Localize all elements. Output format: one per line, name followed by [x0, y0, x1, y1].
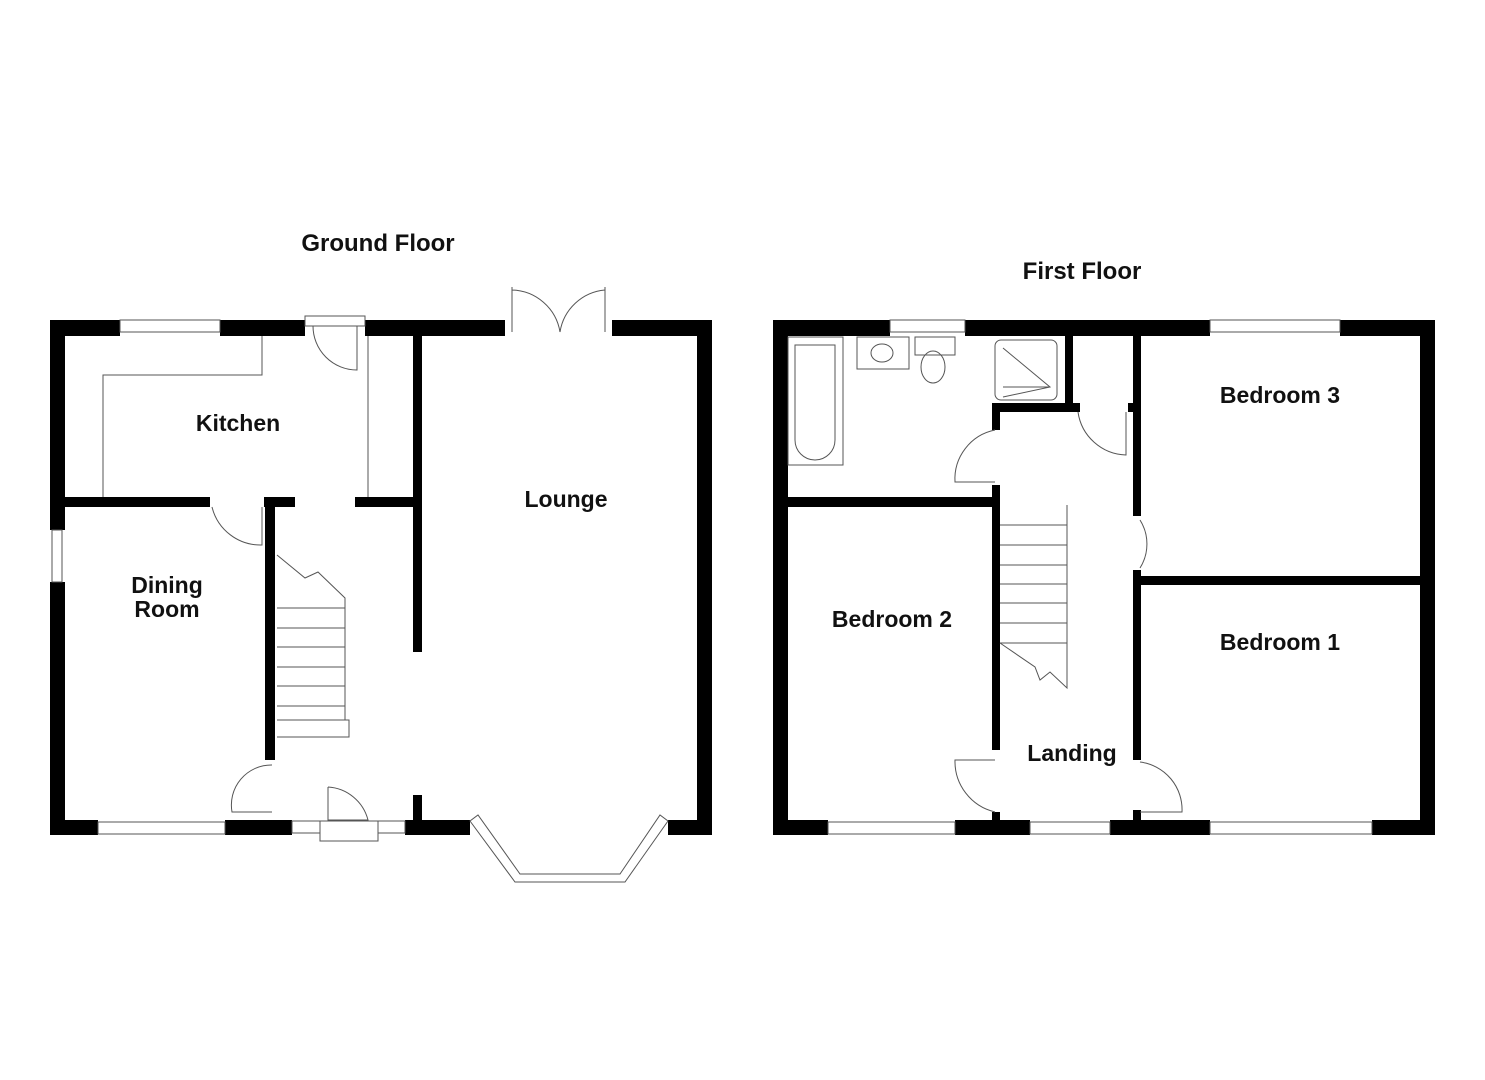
ground-floor-plan: Ground Floor — [50, 230, 712, 883]
ground-floor-stairs — [276, 554, 350, 738]
kitchen-counters — [102, 336, 369, 497]
first-floor-windows — [827, 319, 1373, 835]
room-label-dining-line1: Dining — [131, 572, 203, 598]
room-label-bedroom3: Bedroom 3 — [1220, 382, 1340, 408]
ground-floor-walls — [50, 320, 712, 835]
toilet-icon — [914, 336, 956, 356]
room-label-bedroom1: Bedroom 1 — [1220, 629, 1340, 655]
bathroom-fixtures — [787, 336, 1058, 466]
room-label-dining-line2: Room — [134, 596, 199, 622]
ground-floor-doors — [211, 287, 606, 842]
ground-floor-windows — [51, 319, 669, 883]
room-label-bedroom2: Bedroom 2 — [832, 606, 952, 632]
first-floor-title: First Floor — [1023, 258, 1142, 285]
room-label-lounge: Lounge — [524, 486, 607, 512]
ground-floor-title: Ground Floor — [301, 230, 454, 257]
room-label-kitchen: Kitchen — [196, 410, 280, 436]
shower-icon — [994, 339, 1058, 401]
basin-icon — [856, 336, 910, 370]
bath-icon — [787, 336, 844, 466]
first-floor-doors — [954, 411, 1183, 813]
first-floor-walls — [773, 320, 1435, 835]
first-floor-stairs — [999, 505, 1068, 690]
room-label-landing: Landing — [1027, 740, 1116, 766]
first-floor-plan: First Floor — [773, 258, 1435, 835]
